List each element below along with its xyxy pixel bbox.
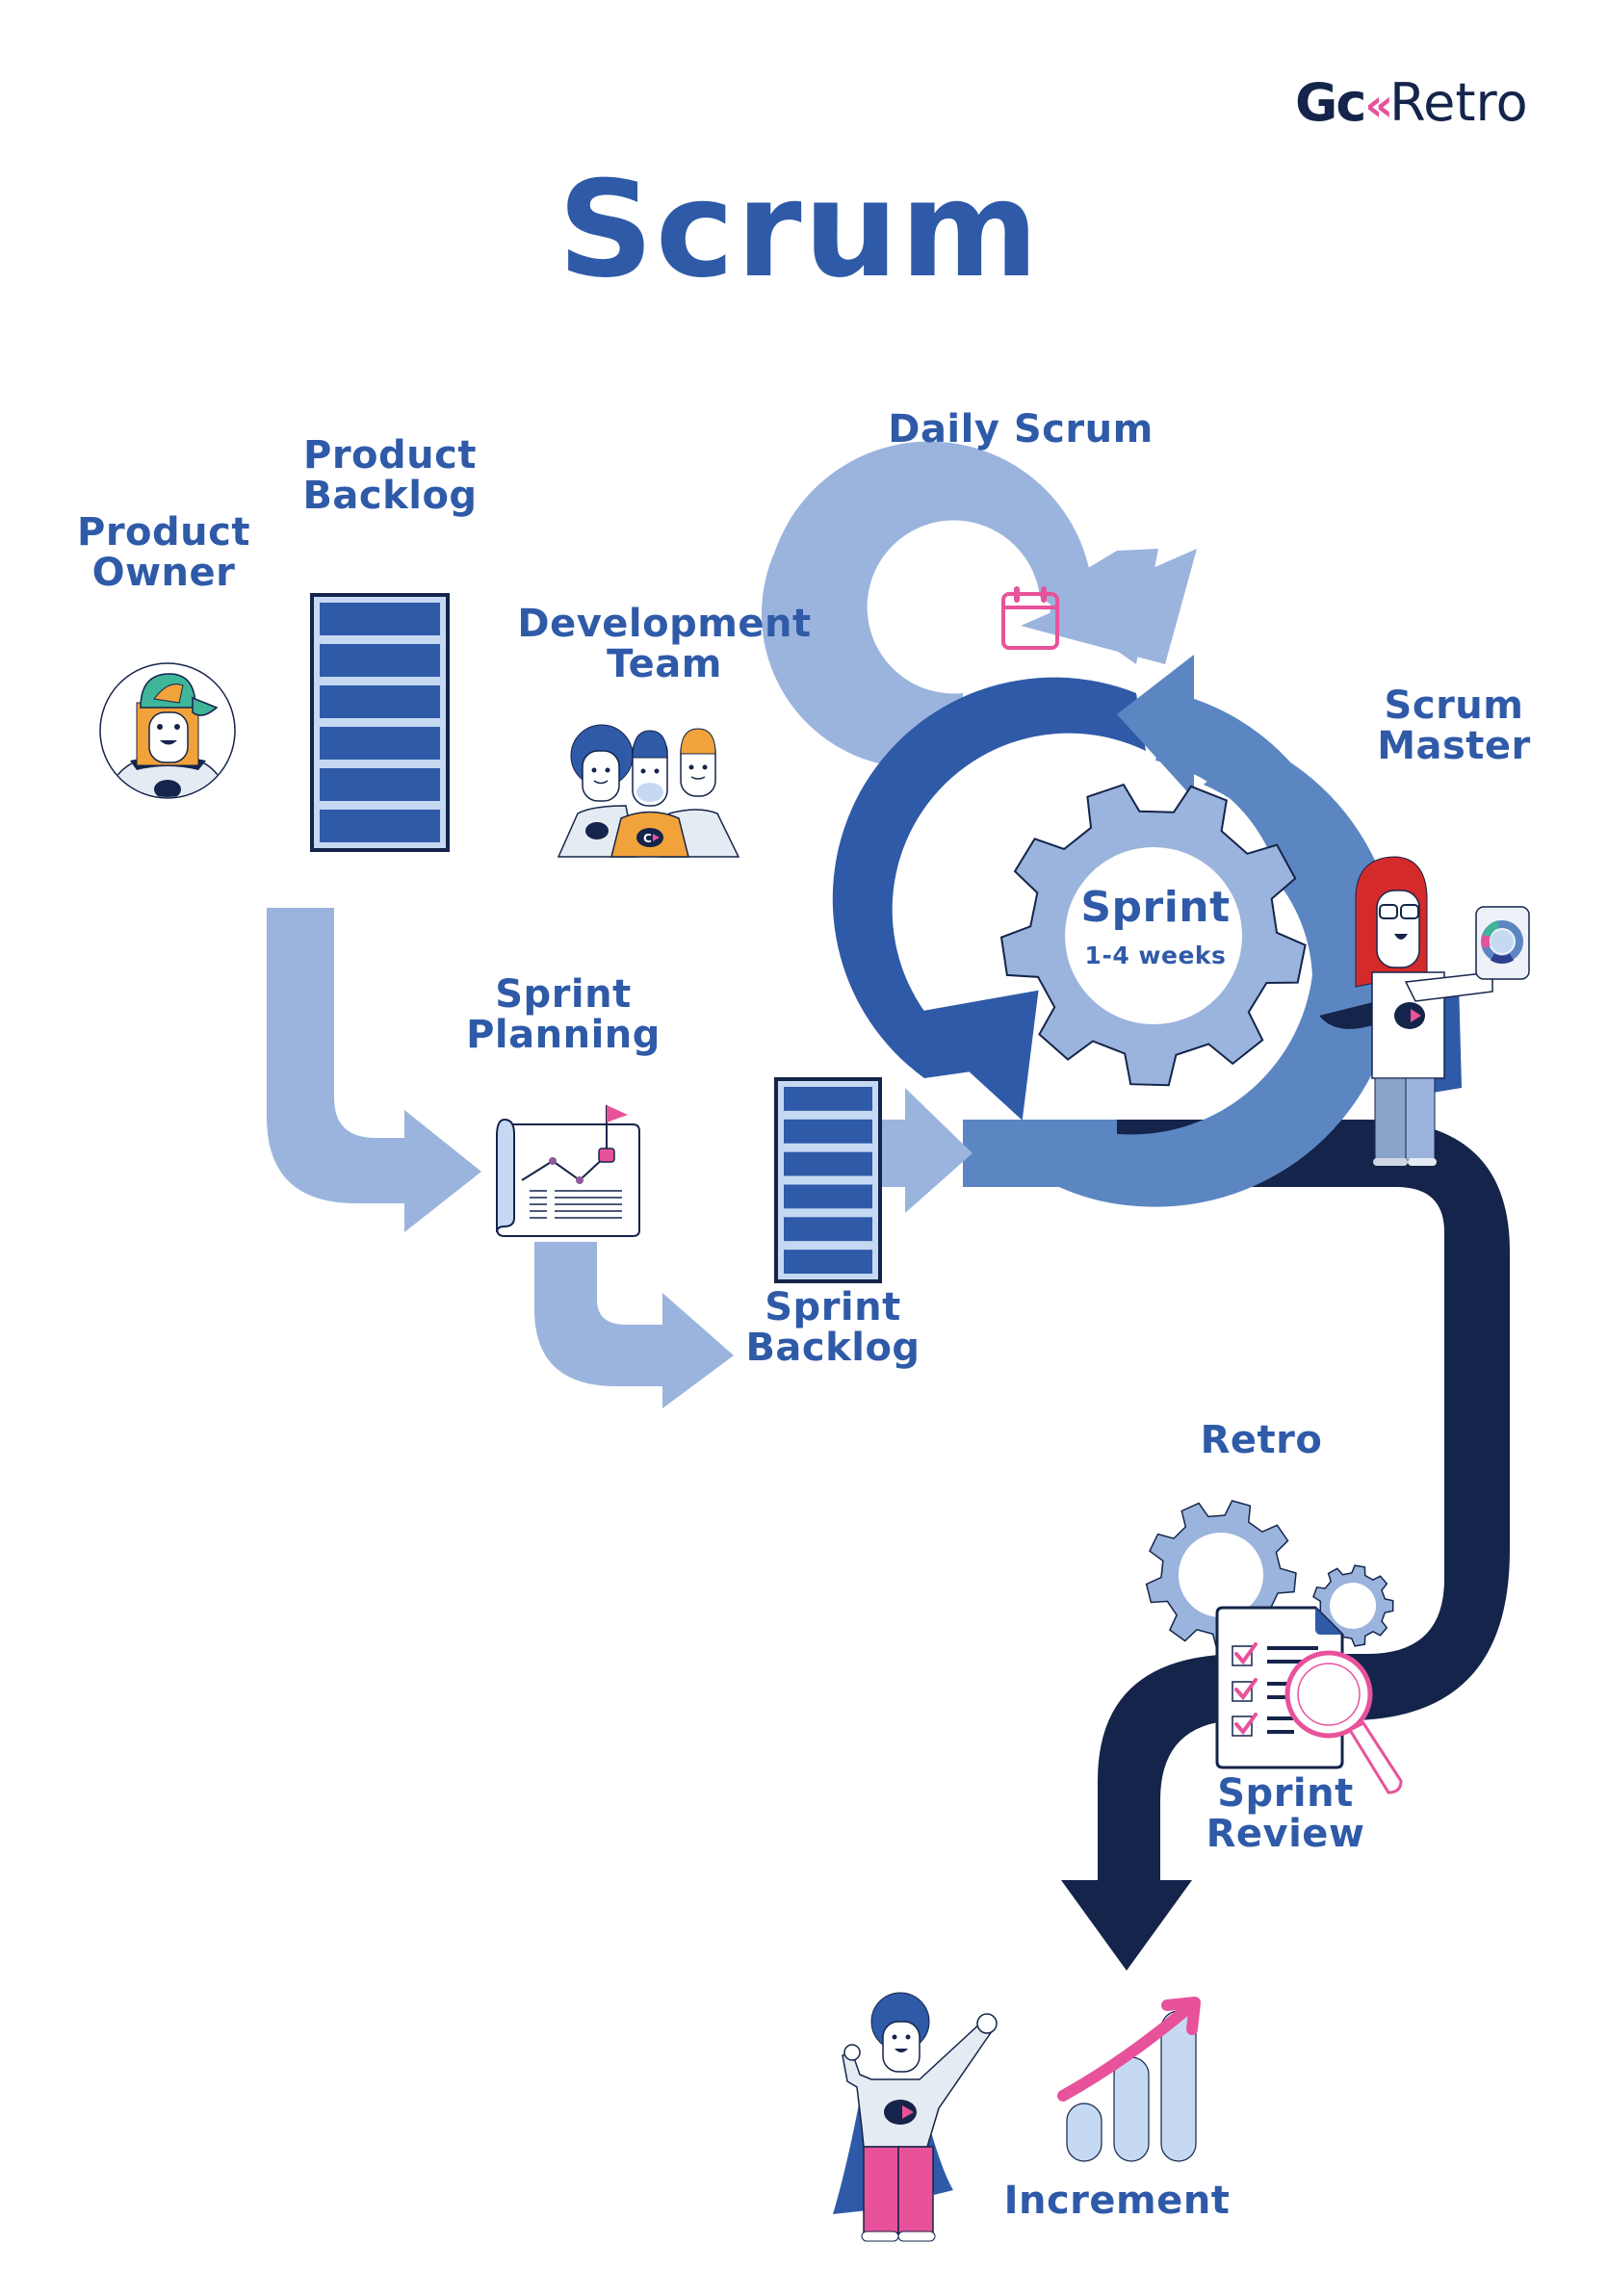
backlog-frame <box>310 593 450 852</box>
calendar-icon <box>1001 586 1059 650</box>
flow-arrow-to-planning <box>267 908 481 1232</box>
sprint-gear-icon <box>999 783 1307 1087</box>
label-line: Master <box>1377 724 1531 768</box>
label-line: Owner <box>91 551 236 595</box>
sprint-label: Sprint <box>1054 883 1257 932</box>
development-team-illustration: C <box>557 724 740 858</box>
sprint-duration-label: 1-4 weeks <box>1054 942 1257 969</box>
backlog-item <box>320 727 440 760</box>
product-backlog-icon <box>310 593 450 852</box>
backlog-item <box>320 810 440 842</box>
scrum-master-illustration <box>1319 856 1530 1166</box>
backlog-item <box>320 685 440 718</box>
product-owner-label: Product Owner <box>53 512 274 593</box>
label-line: Retro <box>1200 1418 1323 1462</box>
product-owner-avatar <box>99 662 236 799</box>
backlog-item <box>784 1087 872 1111</box>
label-line: Team <box>607 642 722 686</box>
label-line: Daily Scrum <box>888 407 1154 451</box>
label-line: Product <box>77 510 250 555</box>
label-line: Review <box>1206 1812 1365 1856</box>
label-line: Sprint <box>495 972 632 1017</box>
trend-arrow-line <box>1057 2001 1195 2102</box>
increment-hero-illustration <box>833 1992 998 2242</box>
daily-scrum-ring <box>765 441 1197 769</box>
backlog-frame <box>774 1077 882 1283</box>
gear-hole <box>1065 847 1242 1024</box>
label-line: Sprint <box>1080 883 1231 932</box>
label-line: 1-4 weeks <box>1084 942 1227 969</box>
daily-scrum-label: Daily Scrum <box>867 409 1175 450</box>
sprint-planning-label: Sprint Planning <box>453 974 674 1055</box>
backlog-item <box>784 1151 872 1176</box>
flow-arrow-to-sprint-backlog <box>534 1242 734 1408</box>
label-line: Scrum <box>1384 684 1524 728</box>
sprint-backlog-label: Sprint Backlog <box>722 1287 944 1368</box>
label-line: Increment <box>1003 2179 1231 2223</box>
gear-small-hole <box>1330 1583 1376 1629</box>
label-line: Planning <box>466 1013 661 1057</box>
label-line: Product <box>303 433 477 477</box>
label-line: Backlog <box>302 474 478 518</box>
retro-label: Retro <box>1165 1420 1358 1460</box>
product-backlog-label: Product Backlog <box>279 435 501 516</box>
backlog-item <box>784 1119 872 1144</box>
label-line: Sprint <box>765 1285 901 1329</box>
label-line: Sprint <box>1217 1771 1354 1816</box>
logo-retro: Retro <box>1389 72 1528 133</box>
increment-bar <box>1066 2103 1102 2162</box>
backlog-item <box>320 644 440 677</box>
backlog-item <box>784 1250 872 1274</box>
backlog-item <box>784 1217 872 1242</box>
label-line: Backlog <box>745 1326 921 1370</box>
checkbox-icon <box>1232 1645 1253 1737</box>
scrum-master-label: Scrum Master <box>1343 685 1565 766</box>
magnifier-icon <box>1284 1650 1403 1794</box>
goretro-logo: Gc«Retro <box>1295 77 1528 129</box>
navy-flow-arrow <box>963 1120 1510 1971</box>
backlog-item <box>784 1184 872 1209</box>
trend-arrow-head <box>1161 1997 1201 2035</box>
increment-bar <box>1113 2056 1150 2162</box>
backlog-item <box>320 603 440 635</box>
sprint-cycle-arrows <box>832 655 1399 1213</box>
gear-large-hole <box>1179 1533 1263 1617</box>
svg-text:C: C <box>643 832 652 845</box>
sprint-review-label: Sprint Review <box>1175 1773 1396 1854</box>
increment-chart-icon <box>1057 1997 1201 2162</box>
increment-label: Increment <box>982 2180 1252 2221</box>
backlog-item <box>320 768 440 801</box>
development-team-label: Development Team <box>491 604 838 684</box>
sprint-planning-icon <box>496 1105 640 1237</box>
sprint-backlog-icon <box>774 1077 882 1283</box>
logo-go: Gc <box>1295 72 1366 133</box>
page-title: Scrum <box>558 152 1041 307</box>
label-line: Development <box>517 602 812 646</box>
